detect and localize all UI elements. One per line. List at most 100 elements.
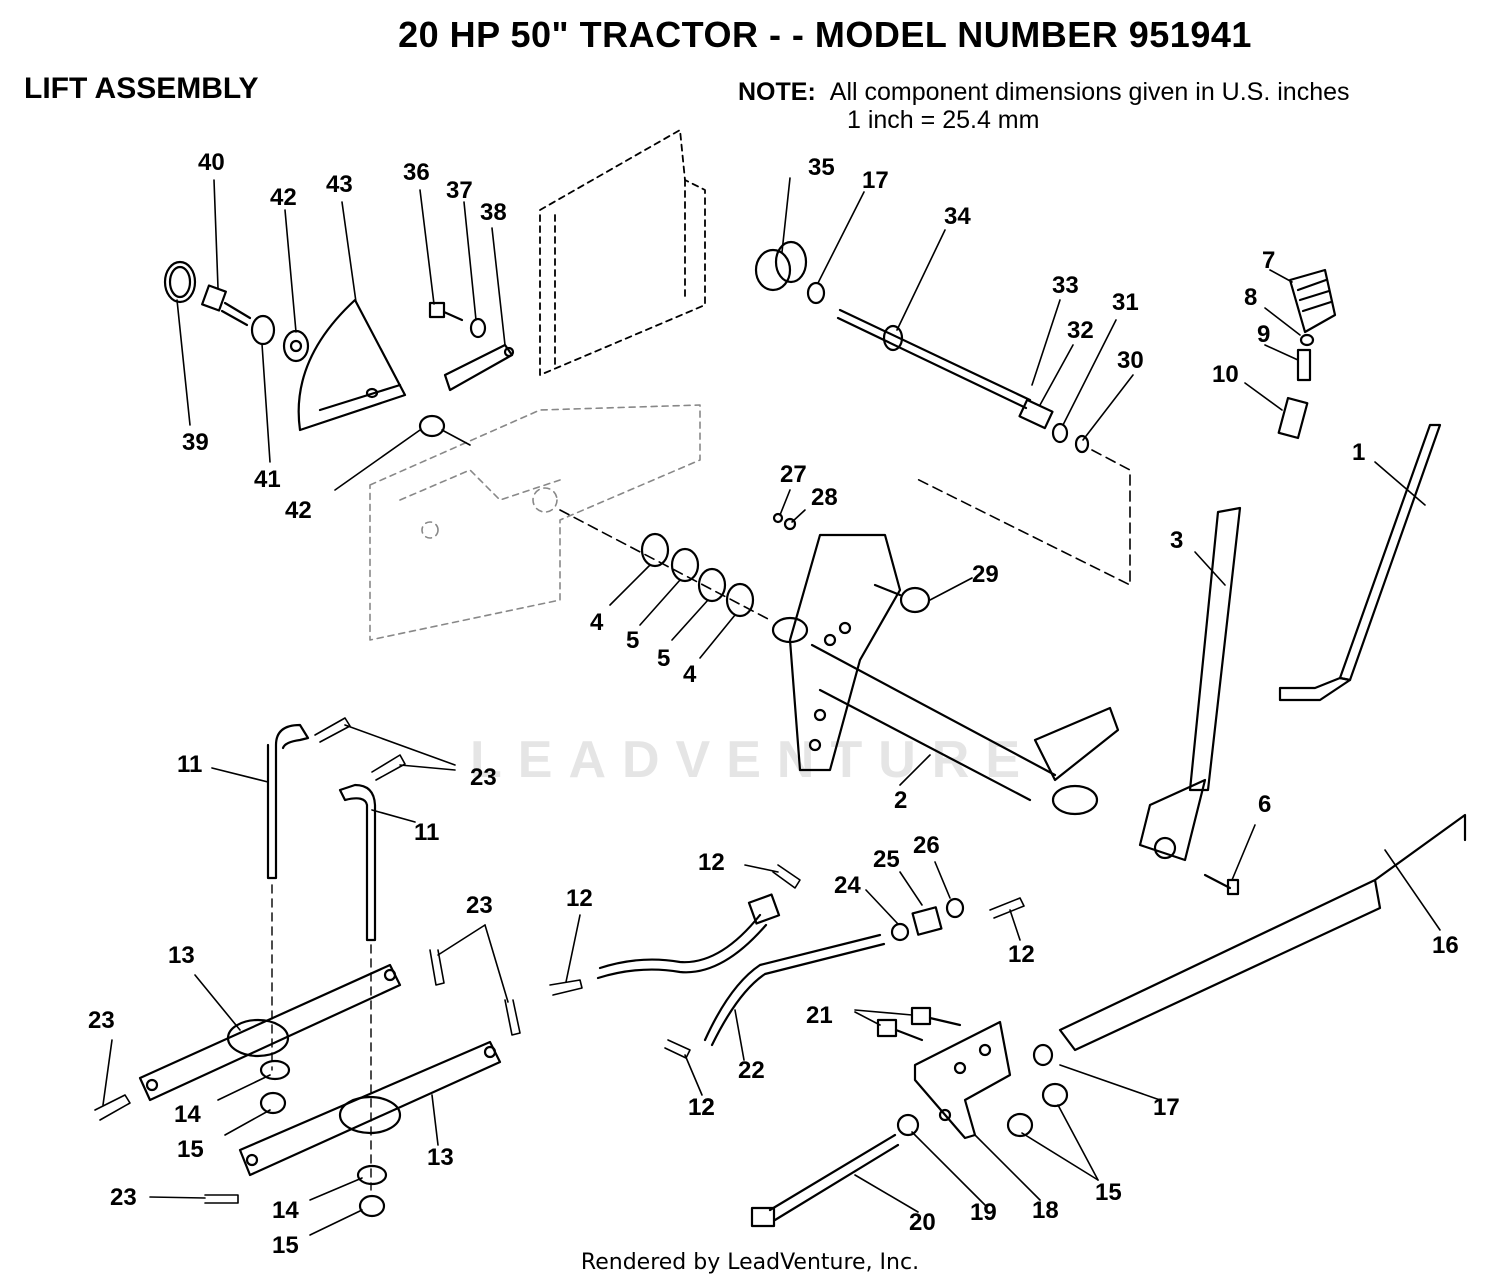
callout-36: 36 <box>403 159 430 186</box>
part-35-knob <box>754 240 808 292</box>
callout-12: 12 <box>698 849 725 876</box>
part-12-hairpin-clips <box>549 864 1025 1059</box>
note-line-1: All component dimensions given in U.S. i… <box>829 78 1350 106</box>
note-label: NOTE: <box>738 78 816 106</box>
callout-3: 3 <box>1170 527 1183 554</box>
part-10-spring <box>1277 396 1309 440</box>
callout-12: 12 <box>688 1094 715 1121</box>
part-21-bolts <box>876 1006 962 1042</box>
callout-15: 15 <box>1095 1179 1122 1206</box>
part-20-bolt <box>750 1133 900 1228</box>
callout-4: 4 <box>683 661 697 688</box>
callout-9: 9 <box>1257 321 1270 348</box>
part-27-28-clip <box>772 512 797 531</box>
callout-43: 43 <box>326 171 353 198</box>
callout-29: 29 <box>972 561 999 588</box>
callout-12: 12 <box>688 1094 715 1121</box>
part-26-nut <box>945 897 965 919</box>
callout-4: 4 <box>590 609 604 636</box>
callout-28: 28 <box>811 484 838 511</box>
callout-1: 1 <box>1352 439 1365 466</box>
part-11-rod-right <box>338 783 377 942</box>
callout-18: 18 <box>1032 1197 1059 1224</box>
part-34-threaded-rod <box>836 308 1032 410</box>
callout-25: 25 <box>873 846 900 873</box>
footer-credit: Rendered by LeadVenture, Inc. <box>580 1250 920 1275</box>
part-8-pin <box>1299 333 1315 347</box>
callout-23: 23 <box>466 892 493 919</box>
part-18-bracket <box>913 1020 1012 1140</box>
callout-11: 11 <box>414 819 439 846</box>
callout-30: 30 <box>1117 347 1144 374</box>
part-32-spring <box>1018 398 1054 430</box>
part-41-washer <box>250 314 276 346</box>
callout-37: 37 <box>446 177 473 204</box>
part-24-washer <box>890 922 910 942</box>
part-5-washer <box>670 547 727 603</box>
part-15-nut-upper <box>259 1091 287 1115</box>
section-title: LIFT ASSEMBLY <box>24 72 259 105</box>
callout-23: 23 <box>110 1184 137 1211</box>
frame-plate-upper <box>539 129 706 376</box>
callout-13: 13 <box>168 942 195 969</box>
callout-26: 26 <box>913 832 940 859</box>
part-42-washer-lower <box>418 414 446 438</box>
callout-24: 24 <box>834 872 861 899</box>
callout-15: 15 <box>177 1136 204 1163</box>
part-15-nut-b <box>1041 1082 1069 1108</box>
part-36-screw <box>428 301 464 322</box>
callout-11: 11 <box>177 751 202 778</box>
part-2-lift-shaft <box>771 533 1120 816</box>
callout-39: 39 <box>182 429 209 456</box>
part-17-nut <box>806 281 826 305</box>
callout-41: 41 <box>254 466 281 493</box>
part-42-washer <box>282 329 310 363</box>
callout-23: 23 <box>88 1007 115 1034</box>
part-4-retaining-ring <box>640 532 755 618</box>
callout-42: 42 <box>285 497 312 524</box>
callout-8: 8 <box>1244 284 1257 311</box>
part-39-cap <box>163 260 197 304</box>
callout-17: 17 <box>862 167 889 194</box>
callout-13: 13 <box>427 1144 454 1171</box>
part-13-link-upper <box>138 963 402 1102</box>
part-14-washer-lower <box>356 1164 388 1186</box>
part-31-washer <box>1051 422 1069 444</box>
part-3-lift-handle <box>1138 506 1242 862</box>
part-15-nut-a <box>1006 1112 1034 1138</box>
page-title: 20 HP 50" TRACTOR - - MODEL NUMBER 95194… <box>398 14 1252 55</box>
callout-14: 14 <box>174 1101 201 1128</box>
part-38-bracket <box>443 343 514 392</box>
leader-lines <box>102 177 1441 1236</box>
callout-23: 23 <box>470 764 497 791</box>
part-22-rod <box>596 893 886 1047</box>
note-line-2: 1 inch = 25.4 mm <box>847 106 1040 134</box>
part-13-link-lower <box>238 1040 502 1177</box>
callout-38: 38 <box>480 199 507 226</box>
callout-27: 27 <box>780 461 807 488</box>
part-29-pin <box>873 583 931 614</box>
part-7-grip <box>1288 268 1337 334</box>
callout-40: 40 <box>198 149 225 176</box>
part-40-bolt <box>201 284 252 327</box>
frame-plate-lower <box>369 404 701 641</box>
part-43-knob <box>297 298 407 432</box>
part-30-nut <box>1074 434 1090 454</box>
callout-5: 5 <box>657 645 670 672</box>
part-1-rod <box>1278 423 1442 702</box>
callout-33: 33 <box>1052 272 1079 299</box>
watermark: LEADVENTURE <box>470 731 1037 789</box>
part-19-washer <box>896 1113 920 1137</box>
callout-15: 15 <box>272 1232 299 1259</box>
callout-2: 2 <box>894 787 907 814</box>
callout-16: 16 <box>1432 932 1459 959</box>
callout-6: 6 <box>1258 791 1271 818</box>
part-16-spring <box>1032 813 1467 1067</box>
part-37-washer <box>469 317 487 339</box>
part-6-bolt <box>1203 873 1240 896</box>
callout-12: 12 <box>1008 941 1035 968</box>
callout-17: 17 <box>1153 1094 1180 1121</box>
callout-34: 34 <box>944 203 971 230</box>
part-14-washer-upper <box>259 1059 291 1081</box>
